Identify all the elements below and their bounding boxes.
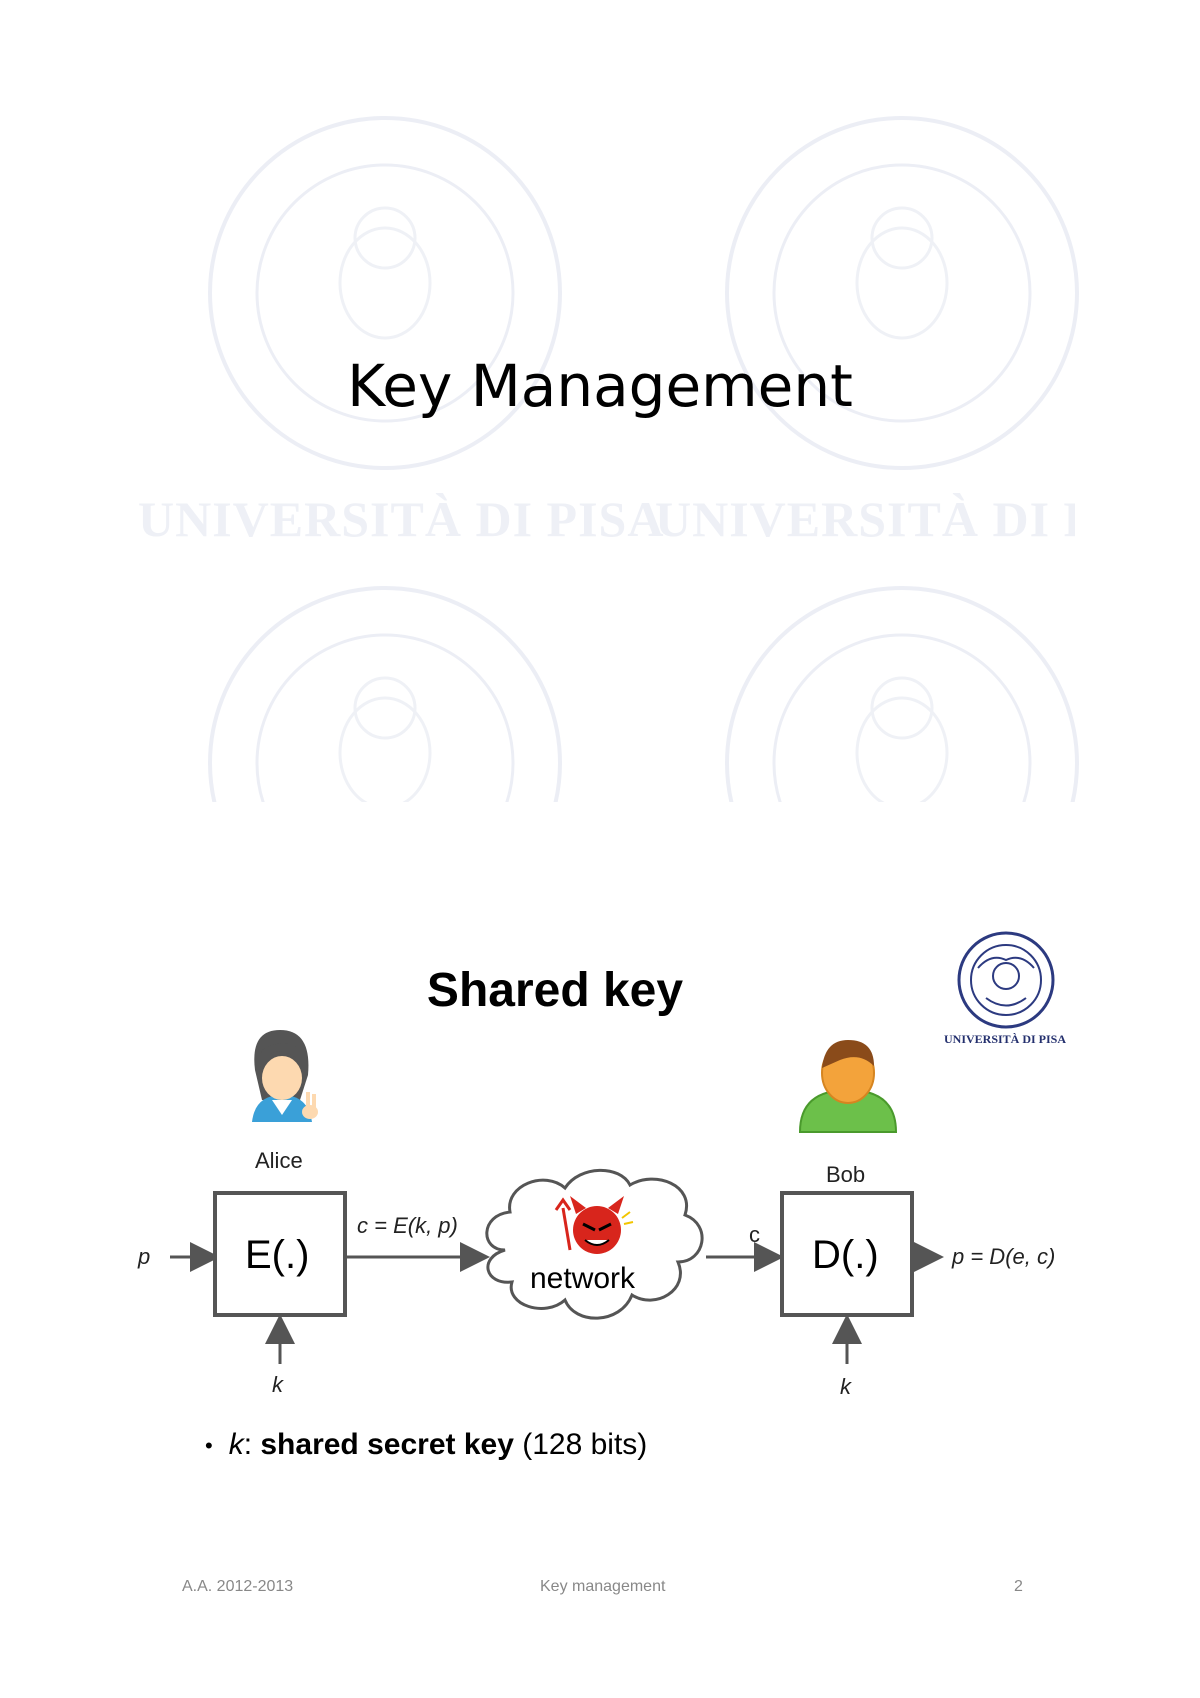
bullet-bold: shared secret key <box>260 1428 514 1461</box>
encrypt-function-label: E(.) <box>245 1233 310 1277</box>
alice-avatar <box>252 1030 318 1122</box>
footer-left: A.A. 2012-2013 <box>182 1578 294 1595</box>
bullet-colon: : <box>243 1428 261 1461</box>
bullet-rest: (128 bits) <box>513 1428 648 1461</box>
encrypt-box <box>213 1191 347 1317</box>
bullet-point: • k: shared secret key (128 bits) <box>205 1428 647 1462</box>
alice-label: Alice <box>255 1148 303 1173</box>
bullet-marker: • <box>205 1433 213 1459</box>
bob-avatar <box>798 1040 898 1133</box>
output-label: p = D(e, c) <box>952 1244 1056 1269</box>
ciphertext-label: c = E(k, p) <box>357 1213 458 1238</box>
key-label-left: k <box>272 1372 283 1397</box>
slide-title-text: Key Management <box>347 352 853 420</box>
input-p-label: p <box>138 1244 151 1269</box>
university-seal-watermark <box>208 116 562 470</box>
watermark-lower-clip <box>200 578 1080 802</box>
slide-heading: Shared key <box>426 964 684 1017</box>
devil-icon <box>554 1196 634 1254</box>
watermark-text: UNIVERSITÀ DI PI <box>655 491 1075 547</box>
footer-page-number: 2 <box>1014 1578 1023 1595</box>
university-seal-watermark <box>208 586 562 802</box>
bullet-var: k <box>228 1428 244 1461</box>
university-logo <box>957 931 1055 1029</box>
decrypt-box <box>780 1191 914 1317</box>
footer-center: Key management <box>540 1578 666 1595</box>
university-seal-watermark <box>725 586 1079 802</box>
watermark-text: UNIVERSITÀ DI PISA <box>138 491 665 547</box>
slide-title: UNIVERSITÀ DI PISA UNIVERSITÀ DI PI Key … <box>0 0 1200 820</box>
network-label: network <box>530 1262 636 1295</box>
decrypt-function-label: D(.) <box>812 1233 879 1277</box>
university-seal-watermark <box>725 116 1079 470</box>
key-label-right: k <box>840 1374 851 1399</box>
bob-label: Bob <box>826 1162 866 1187</box>
logo-caption: UNIVERSITÀ DI PISA <box>943 1032 1067 1046</box>
c-label: c <box>749 1222 760 1247</box>
